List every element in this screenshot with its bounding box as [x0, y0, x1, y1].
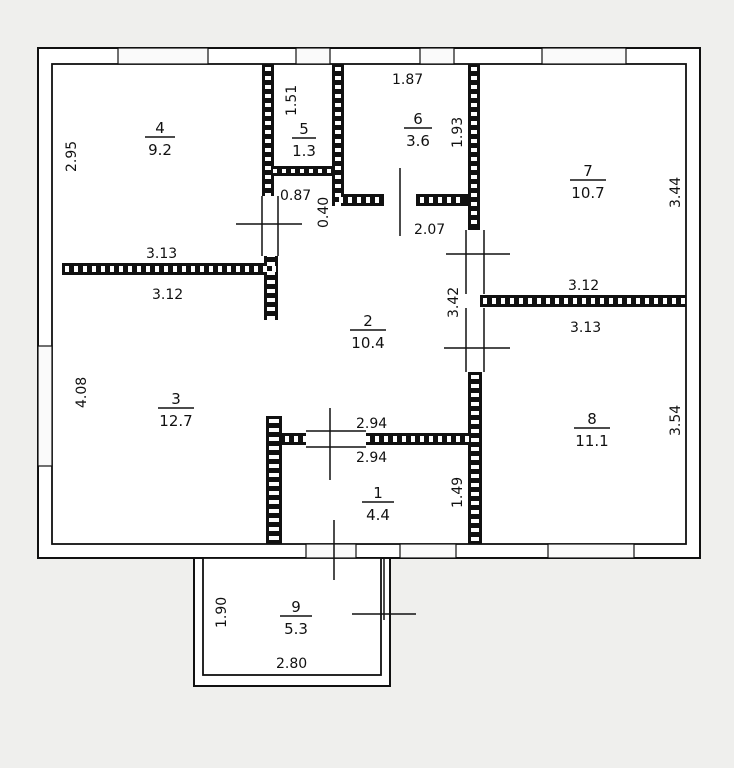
svg-text:3.6: 3.6 — [406, 132, 430, 150]
svg-text:9: 9 — [291, 598, 301, 616]
room-2-label: 2 10.4 — [350, 312, 386, 352]
room-1-label: 1 4.4 — [362, 484, 394, 524]
svg-text:1: 1 — [373, 484, 383, 502]
svg-text:5.3: 5.3 — [284, 620, 308, 638]
svg-text:10.4: 10.4 — [351, 334, 384, 352]
svg-text:11.1: 11.1 — [575, 432, 608, 450]
dim-room5-height: 1.51 — [284, 85, 300, 116]
dim-room3-height: 4.08 — [74, 377, 90, 408]
svg-text:6: 6 — [413, 110, 423, 128]
svg-text:10.7: 10.7 — [571, 184, 604, 202]
dimension-labels: 2.95 3.13 3.12 4.08 1.51 0.87 0.40 1.87 … — [64, 72, 684, 672]
dim-room5-width: 0.87 — [280, 188, 311, 204]
dim-room8-height: 3.54 — [668, 405, 684, 436]
dim-room6-bottom: 2.07 — [414, 222, 445, 238]
svg-text:9.2: 9.2 — [148, 141, 172, 159]
svg-text:4.4: 4.4 — [366, 506, 390, 524]
svg-text:2: 2 — [363, 312, 373, 330]
room-labels: 4 9.2 5 1.3 6 3.6 7 10.7 2 10.4 3 12.7 — [145, 110, 610, 638]
dim-porch-width: 2.80 — [276, 656, 307, 672]
svg-text:4: 4 — [155, 119, 165, 137]
dim-room1-height: 1.49 — [450, 477, 466, 508]
windows — [37, 47, 635, 559]
room-4-label: 4 9.2 — [145, 119, 175, 159]
dim-room1-inner: 2.94 — [356, 450, 387, 466]
door-openings — [261, 193, 485, 448]
svg-text:8: 8 — [587, 410, 597, 428]
room-7-label: 7 10.7 — [570, 162, 606, 202]
dim-room7-width: 3.12 — [568, 278, 599, 294]
svg-text:7: 7 — [583, 162, 593, 180]
room-8-label: 8 11.1 — [574, 410, 610, 450]
svg-text:12.7: 12.7 — [159, 412, 192, 430]
brick-hatching — [65, 67, 685, 541]
porch — [193, 557, 391, 687]
svg-text:1.3: 1.3 — [292, 142, 316, 160]
dim-hall-height: 3.42 — [446, 287, 462, 318]
dim-gap-width: 0.40 — [316, 197, 332, 228]
room-5-label: 5 1.3 — [292, 120, 316, 160]
room-3-label: 3 12.7 — [158, 390, 194, 430]
dim-room6-width: 1.87 — [392, 72, 423, 88]
svg-text:5: 5 — [299, 120, 309, 138]
dim-room4-width: 3.13 — [146, 246, 177, 262]
room-6-label: 6 3.6 — [404, 110, 432, 150]
svg-text:3: 3 — [171, 390, 181, 408]
dim-room7-height: 3.44 — [668, 177, 684, 208]
dim-room6-height: 1.93 — [450, 117, 466, 148]
dim-room4-height: 2.95 — [64, 141, 80, 172]
dim-room3-width: 3.12 — [152, 287, 183, 303]
dim-porch-height: 1.90 — [214, 597, 230, 628]
room-9-label: 9 5.3 — [280, 598, 312, 638]
door-markers — [236, 168, 510, 620]
dim-room1-top: 2.94 — [356, 416, 387, 432]
dim-room8-width: 3.13 — [570, 320, 601, 336]
